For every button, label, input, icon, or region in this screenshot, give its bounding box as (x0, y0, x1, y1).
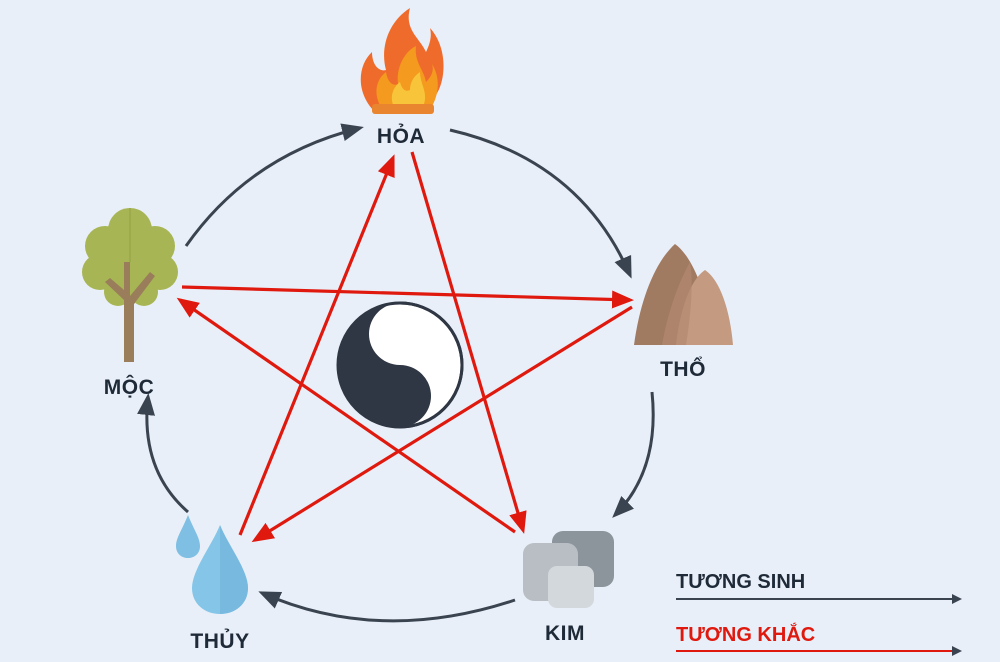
legend-sinh-label: TƯƠNG SINH (676, 571, 805, 593)
label-tho: THỔ (660, 357, 706, 381)
legend: TƯƠNG SINH TƯƠNG KHẮC (676, 571, 962, 656)
sinh-cycle (137, 123, 655, 623)
khac-cycle (176, 151, 634, 543)
water-icon (176, 515, 248, 614)
khac-arrow-tho-thuy (251, 305, 633, 543)
sinh-arrow-moc-hoa (184, 123, 364, 247)
label-thuy: THỦY (190, 629, 249, 653)
sinh-arrow-hoa-tho (449, 128, 632, 279)
yin-yang-icon (336, 301, 464, 429)
sinh-arrow-kim-thuy (258, 591, 516, 623)
label-hoa: HỎA (377, 124, 425, 148)
sinh-arrow-thuy-moc (137, 393, 189, 514)
tree-icon (82, 208, 178, 362)
label-kim: KIM (545, 622, 585, 645)
fire-icon (360, 8, 444, 114)
label-moc: MỘC (104, 375, 155, 399)
khac-arrow-thuy-hoa (238, 154, 395, 536)
mountain-icon (634, 244, 733, 345)
metal-icon (523, 531, 614, 608)
sinh-arrow-tho-kim (612, 391, 655, 518)
legend-khac-label: TƯƠNG KHẮC (676, 622, 815, 646)
khac-arrow-hoa-kim (410, 151, 527, 534)
khac-arrow-moc-tho (181, 285, 634, 309)
khac-arrow-kim-moc (176, 297, 516, 534)
